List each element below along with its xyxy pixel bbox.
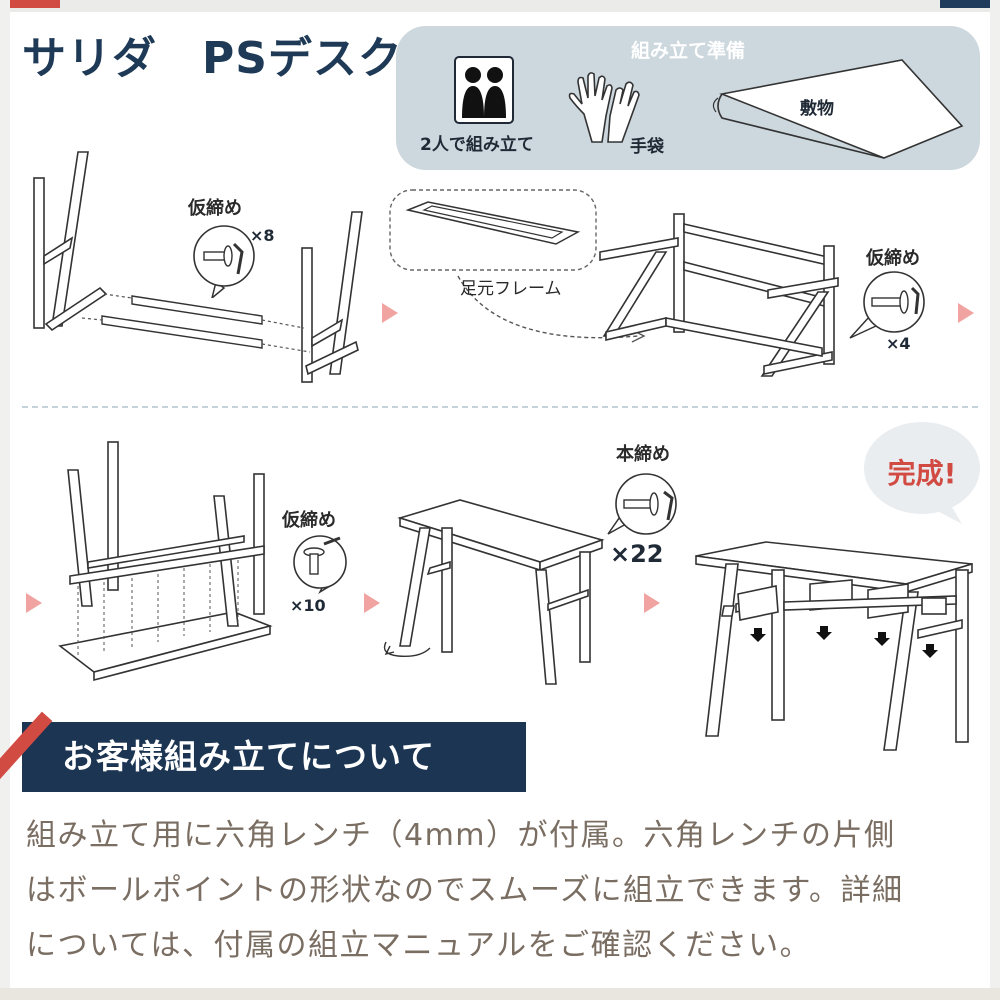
preparation-title: 組み立て準備 <box>630 40 745 62</box>
step1-label: 仮締め <box>188 198 242 219</box>
step1-frame-diagram <box>33 151 363 383</box>
step-arrow-1 <box>382 303 398 323</box>
step-arrow-2 <box>958 303 974 323</box>
step-arrow-4 <box>364 593 380 613</box>
screw-detail-icon <box>293 535 347 594</box>
description-line: 組み立て用に六角レンチ（4mm）が付属。六角レンチの片側 <box>26 818 896 853</box>
step4-label: 仮締め <box>282 510 336 531</box>
step-arrow-3 <box>26 593 42 613</box>
top-frame-band <box>0 0 1000 12</box>
description-line: については、付属の組立マニュアルをご確認ください。 <box>26 928 812 963</box>
step4-tabletop-diagram <box>58 441 273 682</box>
bolt-detail-icon <box>607 473 677 535</box>
foot-frame-label: 足元フレーム <box>460 279 562 299</box>
step5-label: 本締め <box>616 444 670 465</box>
product-title: サリダ PSデスク <box>22 33 403 84</box>
screw-detail-icon <box>193 225 255 298</box>
step2-assembly-diagram <box>599 213 839 377</box>
step3-count: ×4 <box>886 334 911 353</box>
bolt-detail-icon <box>849 271 925 339</box>
two-people-icon <box>454 56 514 124</box>
step-arrow-5 <box>644 593 660 613</box>
step5-count: ×22 <box>610 540 664 568</box>
gloves-icon <box>568 72 640 143</box>
speech-bubble <box>864 422 980 524</box>
corner-accent-red <box>0 0 60 8</box>
bottom-frame-band <box>0 988 1000 1000</box>
prep-label-mat: 敷物 <box>800 99 834 119</box>
step5-desk-diagram <box>383 499 605 685</box>
step1-count: ×8 <box>250 226 275 245</box>
step3-label: 仮締め <box>866 248 920 269</box>
assembly-description: 組み立て用に六角レンチ（4mm）が付属。六角レンチの片側 はボールポイントの形状… <box>26 808 980 973</box>
prep-label-two-people: 2人で組み立て <box>420 135 534 155</box>
prep-label-gloves: 手袋 <box>630 137 664 157</box>
complete-label: 完成! <box>887 457 957 490</box>
section-divider <box>22 406 978 408</box>
mat-icon <box>712 59 964 159</box>
corner-accent-blue <box>940 0 1000 8</box>
preparation-panel: 組み立て準備 2人で組み立て 手袋 敷物 <box>396 26 980 170</box>
completed-desk-diagram <box>695 541 973 751</box>
step4-count: ×10 <box>290 596 326 615</box>
assembly-info-banner <box>22 722 526 792</box>
left-frame-band <box>0 0 10 1000</box>
banner-heading: お客様組み立てについて <box>62 737 436 776</box>
right-frame-band <box>990 0 1000 1000</box>
description-line: はボールポイントの形状なのでスムーズに組立できます。詳細 <box>26 873 904 908</box>
